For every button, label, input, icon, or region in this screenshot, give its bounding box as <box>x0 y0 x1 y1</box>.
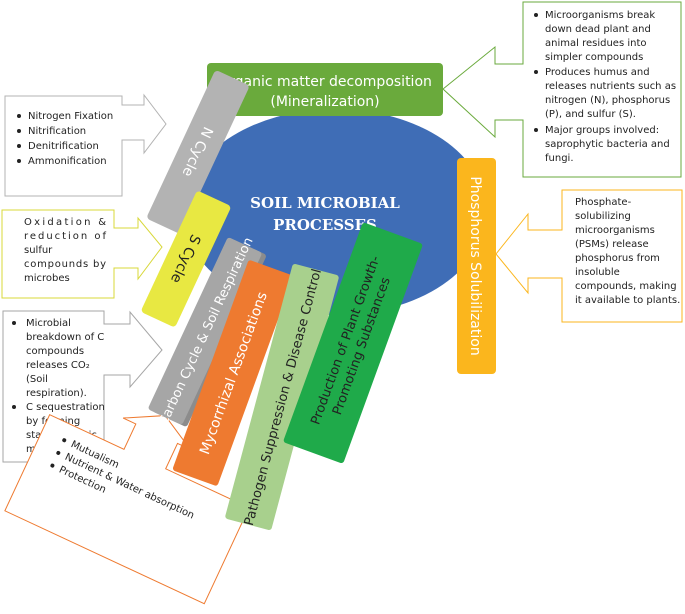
organic-bullet-2-line-4: (P), and sulfur (S). <box>545 109 636 120</box>
carbon-bullet-1-line-3: compounds <box>26 346 84 357</box>
s-cycle-line-5: microbes <box>24 273 70 284</box>
carbon-bullet-1-line-4: releases CO₂ <box>26 360 90 371</box>
carbon-bullet-1-line-2: breakdown of C <box>26 332 104 343</box>
organic-matter-title-line1: Organic matter decomposition <box>218 74 432 90</box>
organic-bullet-1-line-1: Microorganisms break <box>545 10 655 21</box>
phosphorus-line-8: it available to plants. <box>575 295 680 306</box>
s-cycle-callout <box>1 209 163 299</box>
phosphorus-line-7: compounds, making <box>575 281 677 292</box>
n-cycle-bullet-4: Ammonification <box>28 156 107 167</box>
bullet-dot <box>50 463 55 468</box>
carbon-bullet-1-line-6: respiration). <box>26 388 87 399</box>
pathogen-band <box>225 263 339 531</box>
organic-matter-bullets: Microorganisms break down dead plant and… <box>534 10 676 164</box>
bullet-dot <box>17 159 21 163</box>
s-cycle-text: Oxidation & reduction of sulfur compound… <box>24 217 106 284</box>
growth-band <box>283 222 423 464</box>
organic-bullet-1-line-3: animal residues into <box>545 38 646 49</box>
bullet-dot <box>17 129 21 133</box>
bullet-dot <box>62 438 67 443</box>
organic-bullet-2-line-2: releases nutrients such as <box>545 81 676 92</box>
phosphorus-callout <box>495 189 683 323</box>
organic-bullet-3-line-1: Major groups involved: <box>545 125 659 136</box>
n-cycle-bullet-2: Nitrification <box>28 126 86 137</box>
organic-bullet-1-line-2: down dead plant and <box>545 24 651 35</box>
phosphorus-line-6: insoluble <box>575 267 620 278</box>
carbon-bullet-2-line-1: C sequestration <box>26 402 105 413</box>
s-cycle-line-3: sulfur <box>24 245 53 256</box>
bullet-dot <box>534 128 538 132</box>
organic-bullet-3-line-3: fungi. <box>545 153 574 164</box>
organic-matter-callout <box>442 1 682 178</box>
n-cycle-callout <box>4 93 167 197</box>
n-cycle-bullet-3: Denitrification <box>28 141 99 152</box>
bullet-dot <box>17 144 21 148</box>
phosphorus-label: Phosphorus Solubilization <box>467 176 483 355</box>
bullet-dot <box>12 321 16 325</box>
n-cycle-bullets: Nitrogen Fixation Nitrification Denitrif… <box>17 111 113 167</box>
n-cycle-bullet-1: Nitrogen Fixation <box>28 111 113 122</box>
organic-matter-title-line2: (Mineralization) <box>270 94 379 110</box>
phosphorus-text: Phosphate- solubilizing microorganisms (… <box>575 197 680 306</box>
bullet-dot <box>12 405 16 409</box>
bullet-dot <box>56 450 61 455</box>
organic-bullet-3-line-2: saprophytic bacteria and <box>545 139 670 150</box>
s-cycle-line-2: reduction of <box>24 231 106 242</box>
organic-bullet-2-line-3: nitrogen (N), phosphorus <box>545 95 670 106</box>
organic-bullet-2-line-1: Produces humus and <box>545 67 650 78</box>
carbon-bullet-1-line-1: Microbial <box>26 318 71 329</box>
bullet-dot <box>534 70 538 74</box>
phosphorus-line-3: microorganisms <box>575 225 655 236</box>
s-cycle-band <box>141 191 231 327</box>
phosphorus-line-5: phosphorus from <box>575 253 660 264</box>
mycorrhizal-band <box>172 260 294 486</box>
center-title-line1: SOIL MICROBIAL <box>250 194 400 212</box>
bullet-dot <box>534 13 538 17</box>
s-cycle-line-1: Oxidation & <box>24 217 106 228</box>
organic-matter-banner <box>207 63 443 116</box>
phosphorus-band <box>457 158 496 374</box>
phosphorus-line-1: Phosphate- <box>575 197 632 208</box>
center-title-line2: PROCESSES <box>273 216 377 234</box>
organic-bullet-1-line-4: simpler compounds <box>545 52 643 63</box>
s-cycle-line-4: compounds by <box>24 259 106 270</box>
carbon-bullet-1-line-5: (Soil <box>26 374 48 385</box>
carbon-band <box>148 237 262 425</box>
phosphorus-line-4: (PSMs) release <box>575 239 649 250</box>
phosphorus-line-2: solubilizing <box>575 211 631 222</box>
bullet-dot <box>17 114 21 118</box>
n-cycle-band <box>147 70 249 234</box>
